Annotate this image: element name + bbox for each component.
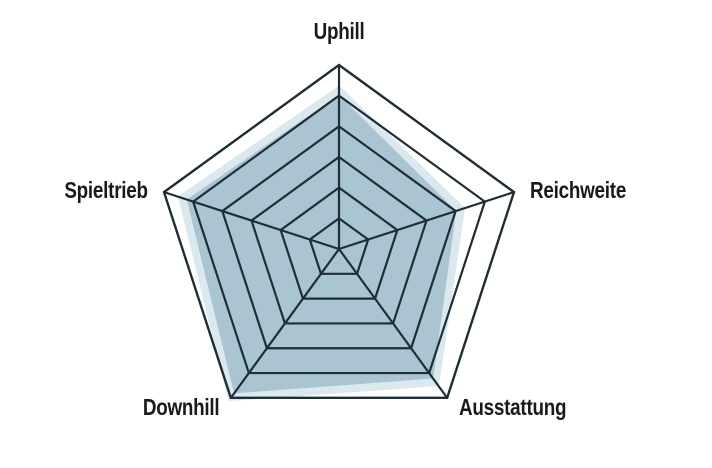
- axis-spokes-overlay: [163, 65, 515, 399]
- axis-label-ausstattung: Ausstattung: [459, 394, 567, 420]
- axis-label-downhill: Downhill: [142, 394, 220, 420]
- axis-label-spieltrieb: Spieltrieb: [64, 177, 148, 203]
- axis-label-reichweite: Reichweite: [530, 177, 627, 203]
- axis-label-uphill: Uphill: [313, 18, 365, 44]
- grid-rings-overlay: [162, 63, 516, 400]
